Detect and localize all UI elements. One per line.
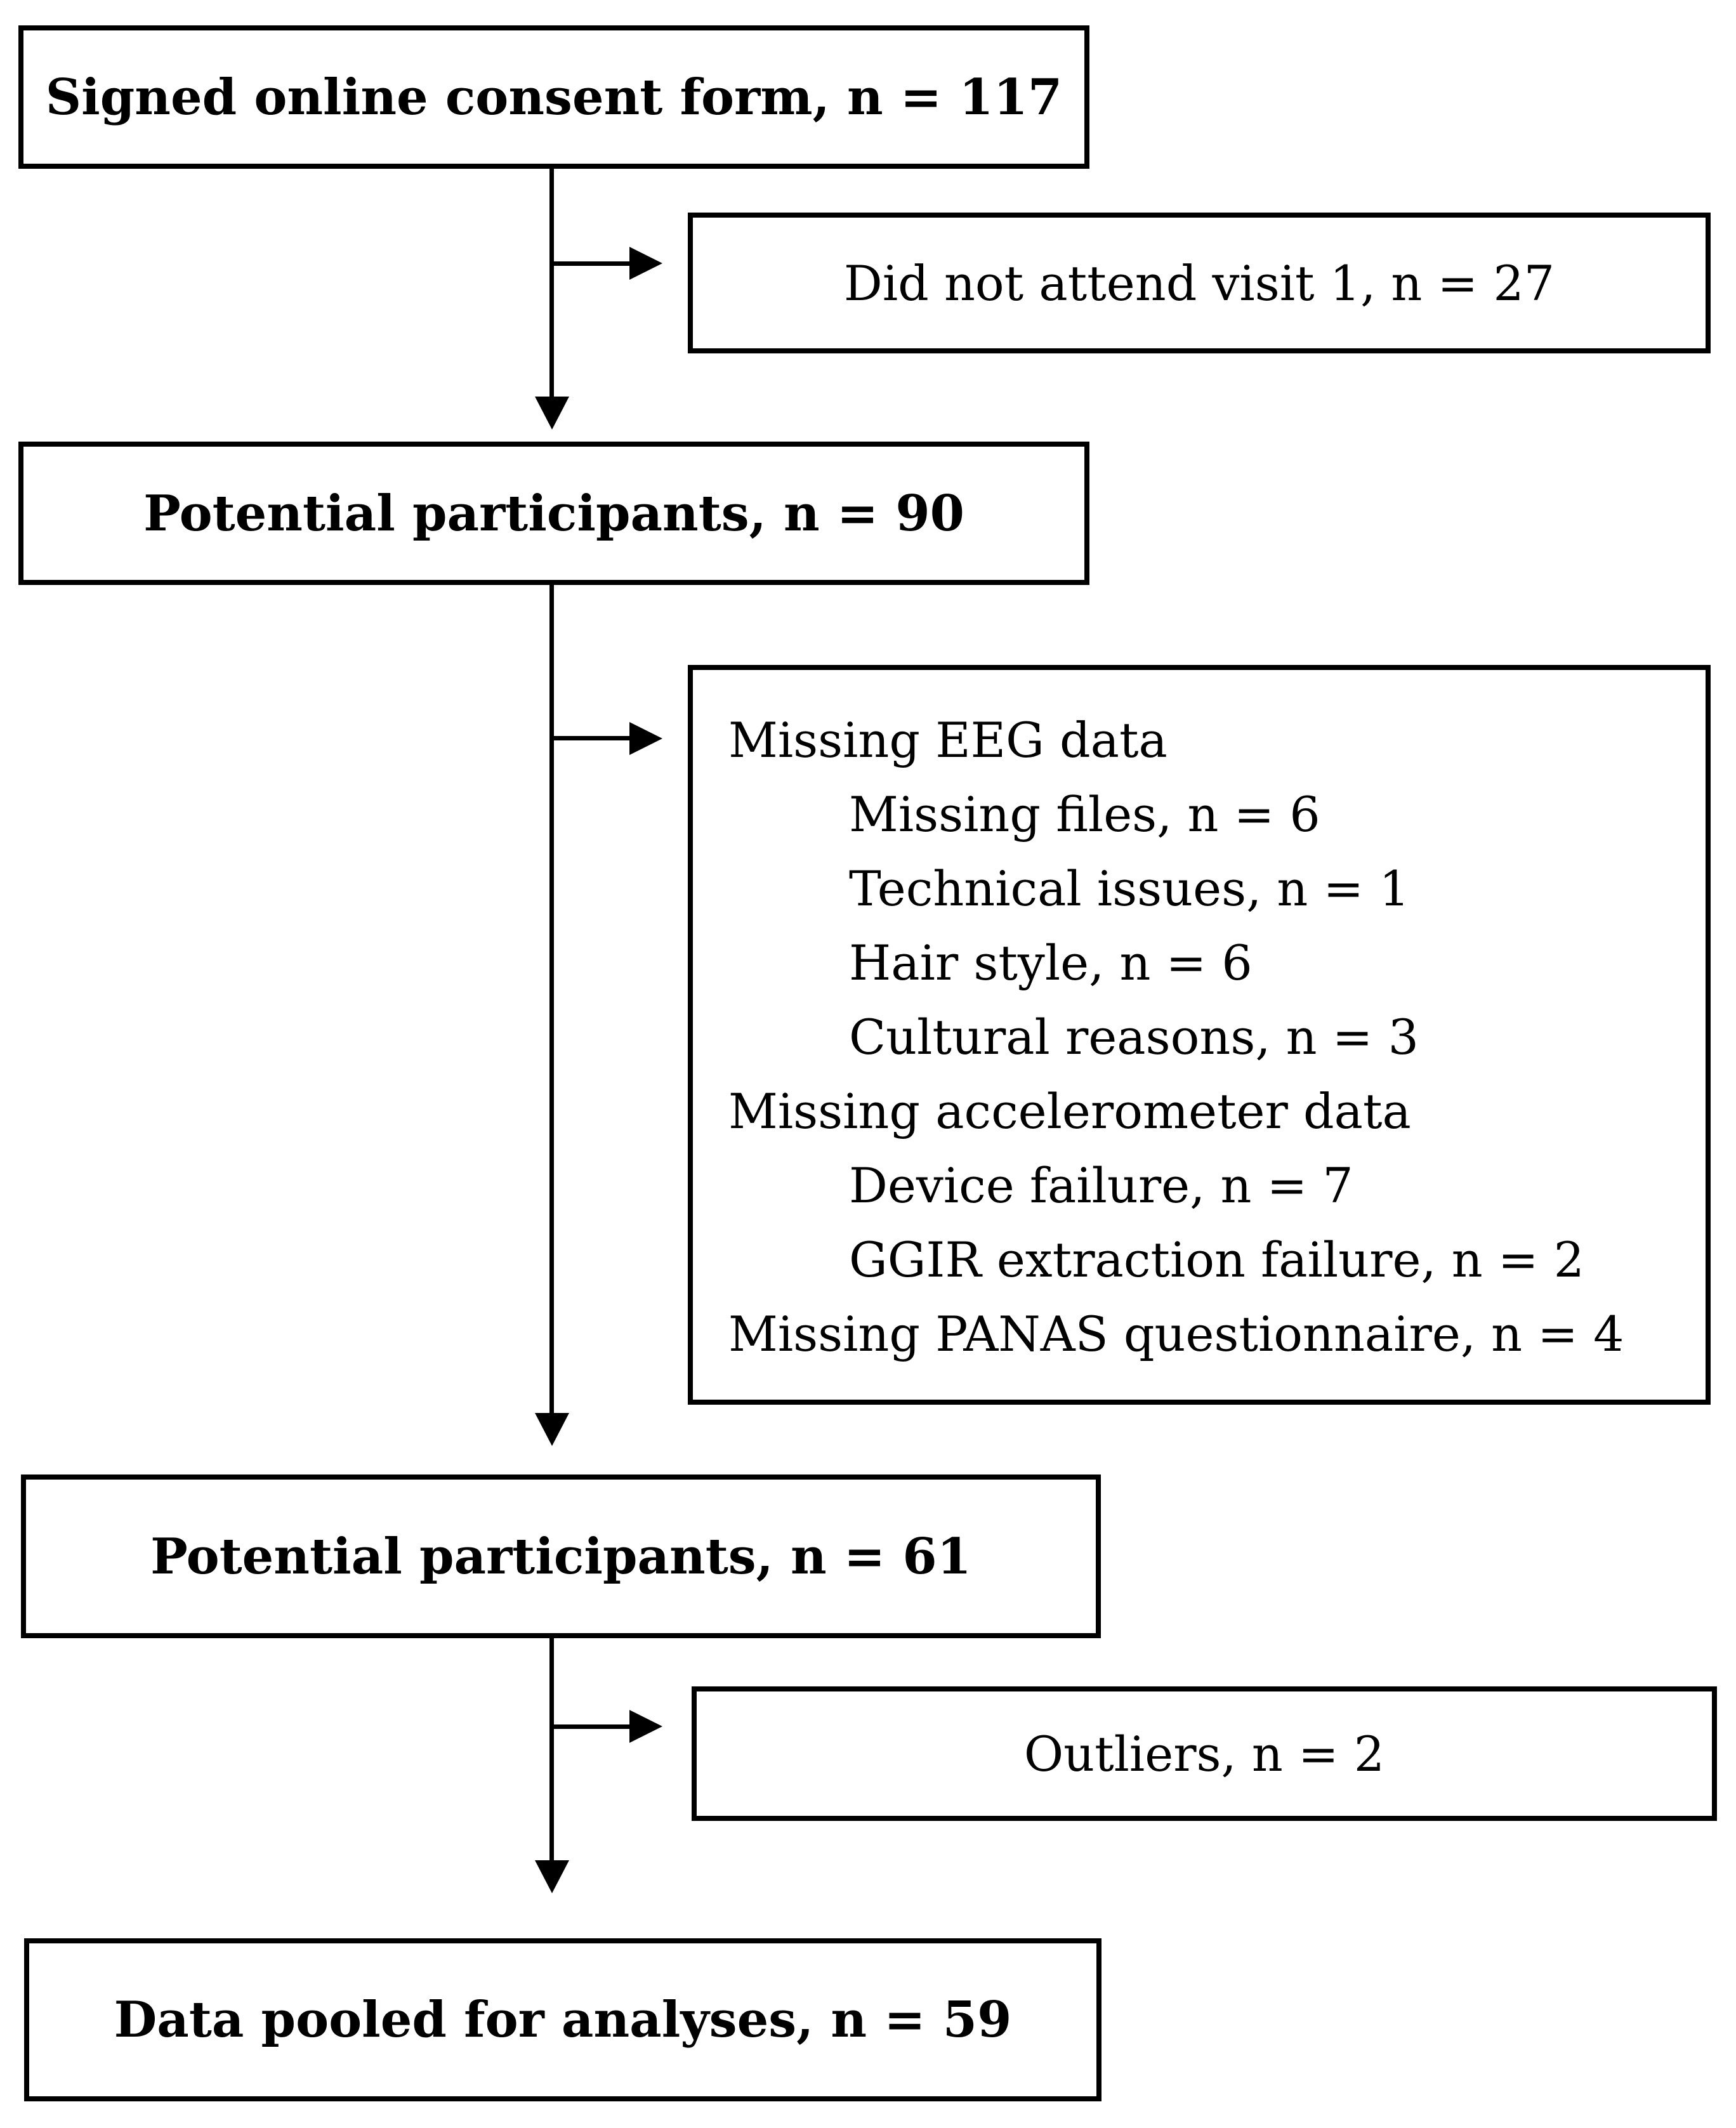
flow-line-potential61-to-pooled — [549, 1638, 554, 1860]
arrowhead-down-icon — [535, 1413, 569, 1446]
node-potential-participants-61: Potential participants, n = 61 — [21, 1474, 1101, 1638]
node-outliers: Outliers, n = 2 — [692, 1686, 1717, 1821]
exclusion-line: Technical issues, n = 1 — [849, 860, 1410, 917]
arrowhead-down-icon — [535, 1860, 569, 1893]
node-signed-consent: Signed online consent form, n = 117 — [18, 25, 1089, 169]
flow-branch-to-exclusions — [551, 736, 629, 740]
node-potential-61-label: Potential participants, n = 61 — [150, 1527, 971, 1586]
node-data-pooled: Data pooled for analyses, n = 59 — [24, 1938, 1101, 2101]
arrowhead-right-icon — [629, 1710, 662, 1743]
exclusion-line: Missing PANAS questionnaire, n = 4 — [728, 1306, 1624, 1362]
exclusion-line: Hair style, n = 6 — [849, 935, 1253, 991]
node-potential-participants-90: Potential participants, n = 90 — [18, 442, 1089, 585]
node-potential-90-label: Potential participants, n = 90 — [143, 484, 964, 542]
node-data-pooled-label: Data pooled for analyses, n = 59 — [114, 1991, 1012, 2049]
exclusion-line: Missing EEG data — [728, 712, 1167, 768]
exclusion-line: Missing files, n = 6 — [849, 786, 1320, 843]
flow-branch-to-outliers — [551, 1724, 629, 1729]
flow-line-consent-to-potential90 — [549, 168, 554, 397]
arrowhead-down-icon — [535, 397, 569, 430]
exclusion-line: Cultural reasons, n = 3 — [849, 1009, 1419, 1065]
flow-branch-to-did-not-attend — [551, 261, 629, 266]
exclusion-line: Missing accelerometer data — [728, 1083, 1411, 1140]
arrowhead-right-icon — [629, 722, 662, 755]
node-outliers-label: Outliers, n = 2 — [1023, 1725, 1385, 1782]
node-did-not-attend-label: Did not attend visit 1, n = 27 — [843, 254, 1555, 312]
exclusion-line: GGIR extraction failure, n = 2 — [849, 1231, 1585, 1288]
flow-line-potential90-to-potential61 — [549, 585, 554, 1413]
exclusion-line: Device failure, n = 7 — [849, 1157, 1353, 1214]
arrowhead-right-icon — [629, 247, 662, 280]
node-did-not-attend: Did not attend visit 1, n = 27 — [688, 213, 1711, 353]
node-signed-consent-label: Signed online consent form, n = 117 — [45, 68, 1063, 126]
